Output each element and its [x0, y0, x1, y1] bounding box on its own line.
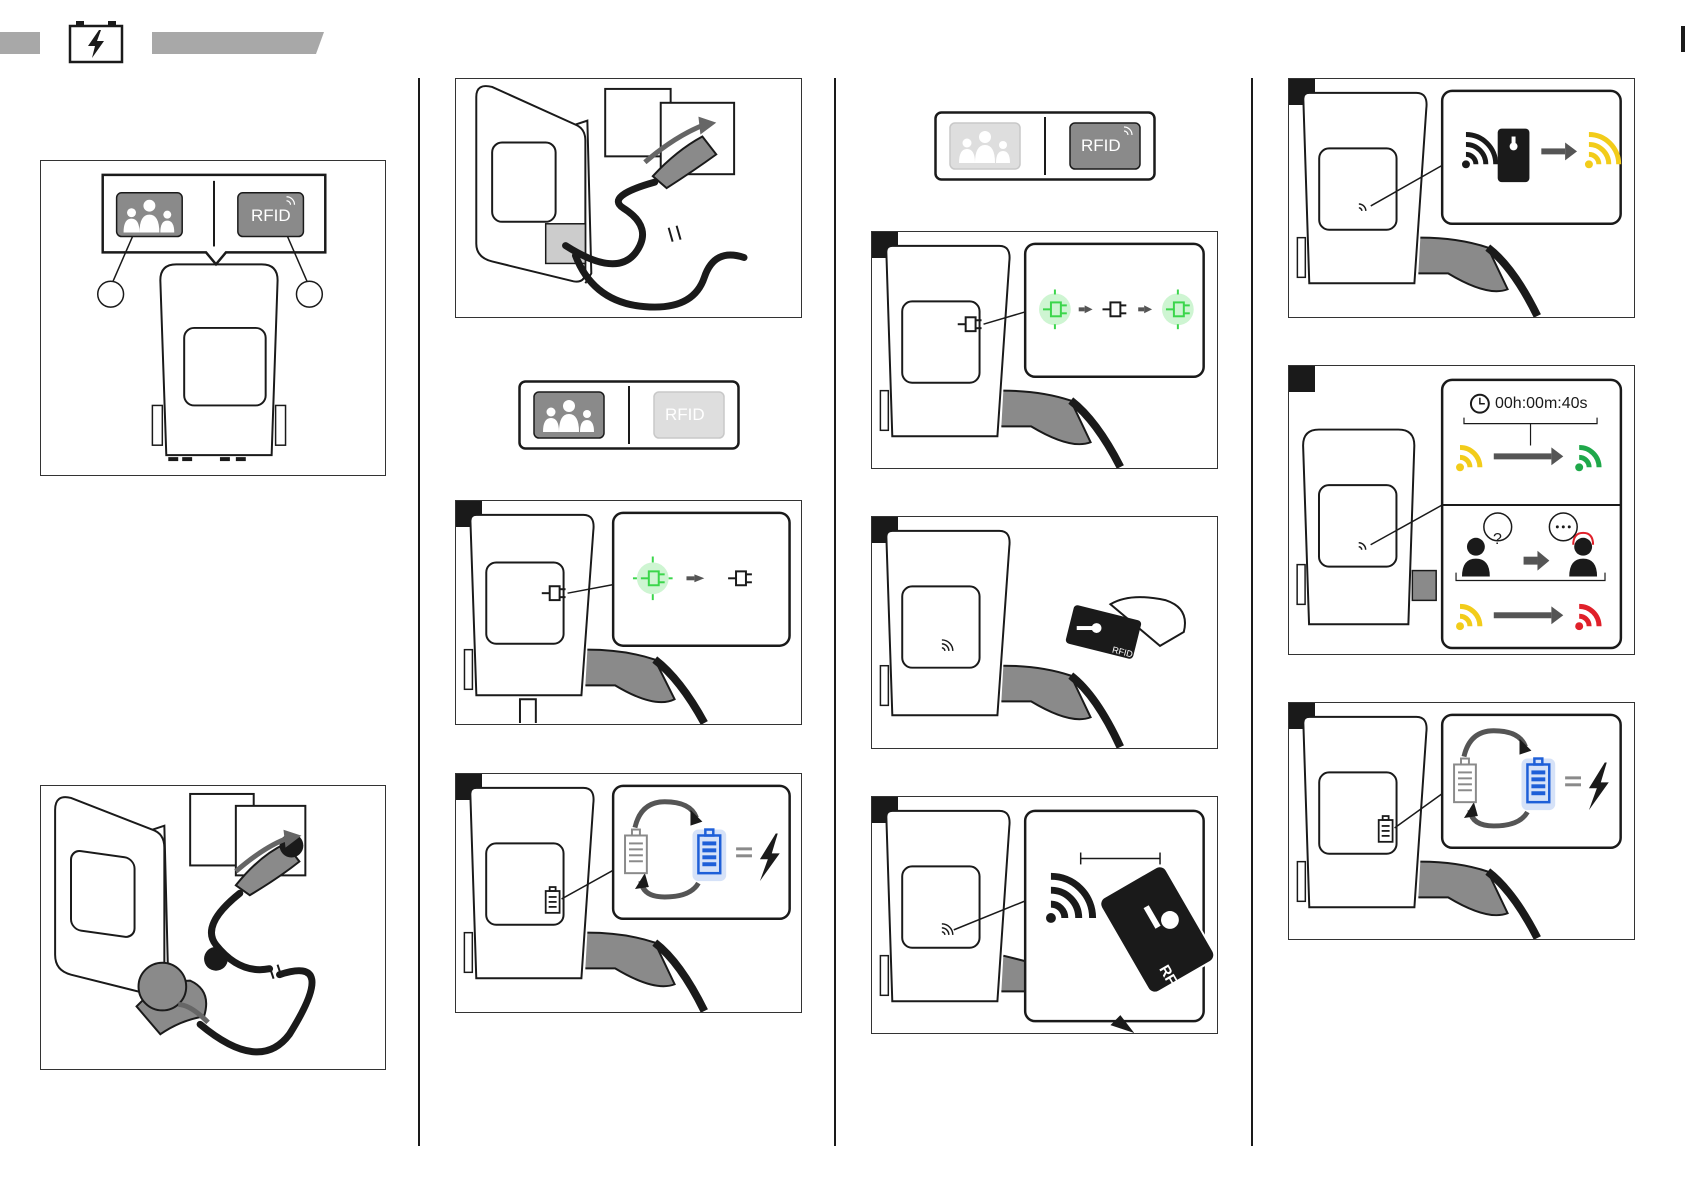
panel-plug-blinking [455, 500, 802, 725]
mode-indicator-users-active: RFID [518, 380, 740, 450]
header-left-bar [0, 32, 40, 54]
panel-battery-charging [455, 773, 802, 1013]
timer-label: 00h:00m:40s [1495, 395, 1588, 413]
panel-plug-blink-repeat [871, 231, 1218, 469]
column-divider-2 [834, 78, 836, 1146]
header-title-bar [152, 32, 324, 54]
question-mark: ? [1493, 531, 1502, 549]
column-divider-1 [418, 78, 420, 1146]
panel-charger-modes: RFID [40, 160, 386, 476]
mode-indicator-rfid-active: RFID [934, 111, 1156, 181]
rfid-disabled-label: RFID [665, 405, 705, 425]
rfid-button-label: RFID [251, 206, 291, 226]
panel-timer-support: 00h:00m:40s ? [1288, 365, 1635, 655]
rfid-active-label: RFID [1081, 136, 1121, 156]
panel-plug-socket [455, 78, 802, 318]
panel-rfid-distance: RFID [871, 796, 1218, 1034]
panel-rfid-authorize [1288, 78, 1635, 318]
battery-charge-icon [66, 18, 126, 64]
column-divider-3 [1251, 78, 1253, 1146]
panel-cable-connection [40, 785, 386, 1070]
panel-rfid-card-present: RFID [871, 516, 1218, 749]
panel-battery-charging-final [1288, 702, 1635, 940]
header-right-mark [1681, 26, 1685, 52]
